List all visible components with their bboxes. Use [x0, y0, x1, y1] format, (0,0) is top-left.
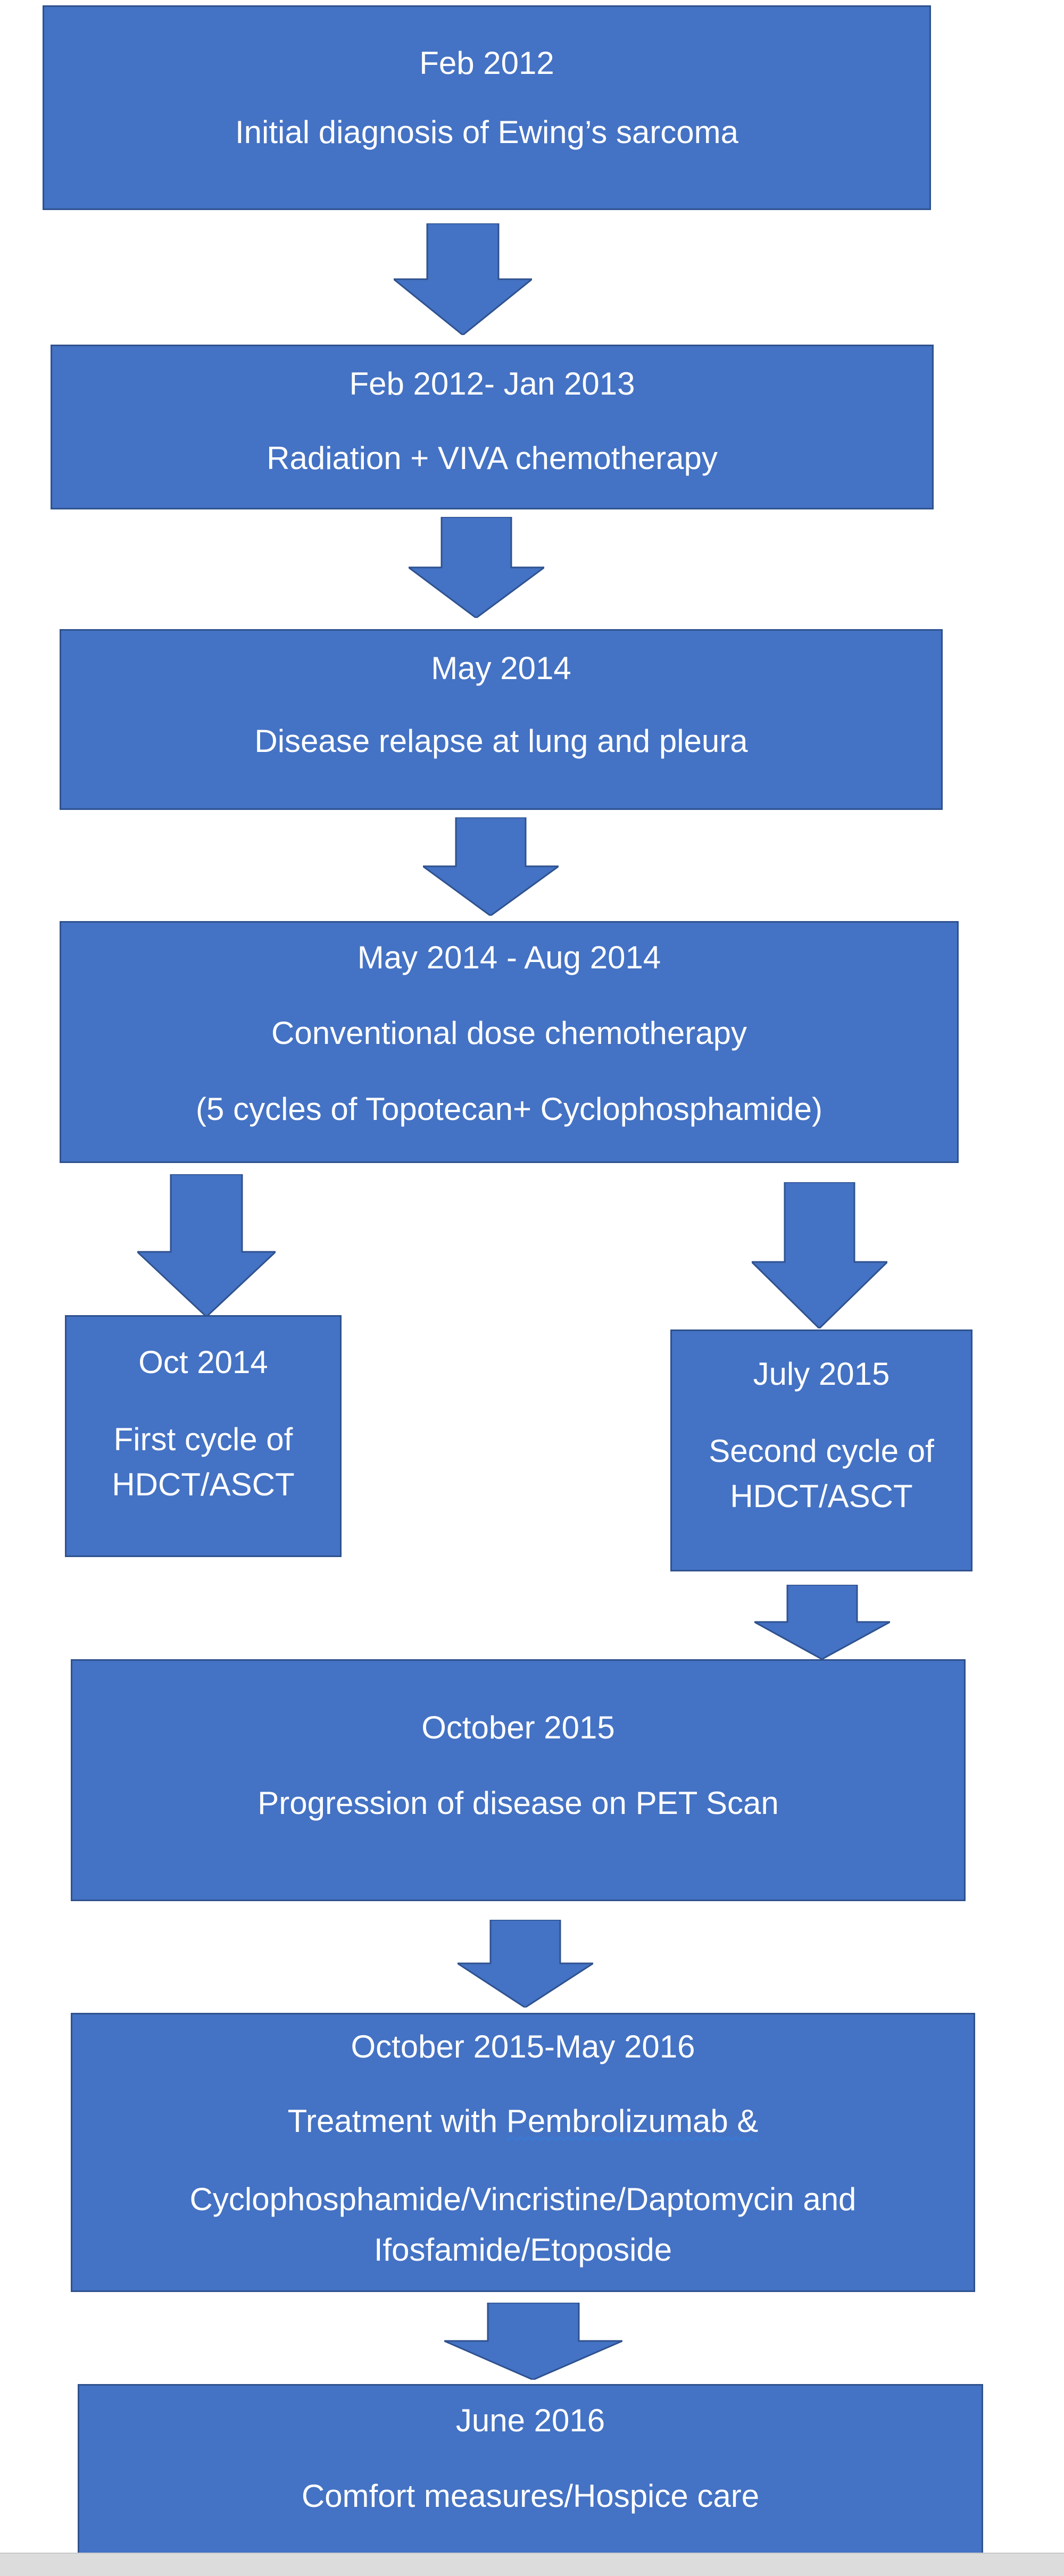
step-text: Initial diagnosis of Ewing’s sarcoma — [235, 114, 739, 150]
step-text: Comfort measures/Hospice care — [301, 2478, 760, 2514]
down-arrow-icon — [409, 517, 544, 618]
step-date: May 2014 — [431, 650, 571, 686]
step-text-line1: First cycle of — [113, 1421, 293, 1457]
down-arrow-icon — [754, 1585, 890, 1659]
window-bottom-bar — [0, 2553, 1064, 2576]
step-text-prefix: Treatment with — [287, 2103, 506, 2139]
step-date: Feb 2012 — [419, 45, 554, 81]
step-box-diagnosis: Feb 2012 Initial diagnosis of Ewing’s sa… — [43, 5, 931, 210]
step-date: May 2014 - Aug 2014 — [357, 940, 661, 975]
step-text: Radiation + VIVA chemotherapy — [267, 440, 718, 476]
down-arrow-icon — [752, 1182, 887, 1328]
step-text: Conventional dose chemotherapy — [271, 1015, 747, 1051]
down-arrow-icon — [444, 2303, 622, 2380]
step-detail: Cyclophosphamide/Vincristine/Daptomycin … — [189, 2181, 857, 2268]
step-box-first-hdct: Oct 2014 First cycle of HDCT/ASCT — [65, 1315, 342, 1557]
step-text-line1: Second cycle of — [709, 1433, 934, 1469]
step-date: Oct 2014 — [138, 1344, 268, 1380]
step-text-drug: Pembrolizumab & — [506, 2103, 759, 2139]
step-text: Progression of disease on PET Scan — [257, 1785, 779, 1821]
step-text-line2: HDCT/ASCT — [730, 1478, 913, 1514]
step-text: Disease relapse at lung and pleura — [254, 723, 748, 759]
step-date: October 2015 — [421, 1710, 615, 1745]
down-arrow-icon — [394, 223, 532, 335]
step-detail: (5 cycles of Topotecan+ Cyclophosphamide… — [196, 1091, 822, 1127]
step-box-relapse: May 2014 Disease relapse at lung and ple… — [60, 629, 943, 810]
step-text: Treatment with Pembrolizumab & — [72, 2102, 974, 2140]
step-box-initial-treatment: Feb 2012- Jan 2013 Radiation + VIVA chem… — [51, 345, 934, 509]
step-box-hospice: June 2016 Comfort measures/Hospice care — [78, 2384, 983, 2565]
step-box-second-hdct: July 2015 Second cycle of HDCT/ASCT — [670, 1329, 972, 1571]
step-date: Feb 2012- Jan 2013 — [349, 366, 635, 402]
step-date: October 2015-May 2016 — [351, 2029, 695, 2064]
down-arrow-icon — [458, 1920, 593, 2008]
step-box-progression: October 2015 Progression of disease on P… — [71, 1659, 966, 1901]
step-box-conventional-chemo: May 2014 - Aug 2014 Conventional dose ch… — [60, 921, 959, 1163]
step-date: July 2015 — [753, 1356, 890, 1392]
step-text-line2: HDCT/ASCT — [112, 1467, 295, 1502]
step-box-pembrolizumab-treatment: October 2015-May 2016 Treatment with Pem… — [71, 2013, 975, 2292]
down-arrow-icon — [423, 817, 559, 916]
down-arrow-icon — [137, 1174, 276, 1317]
step-date: June 2016 — [455, 2403, 605, 2438]
